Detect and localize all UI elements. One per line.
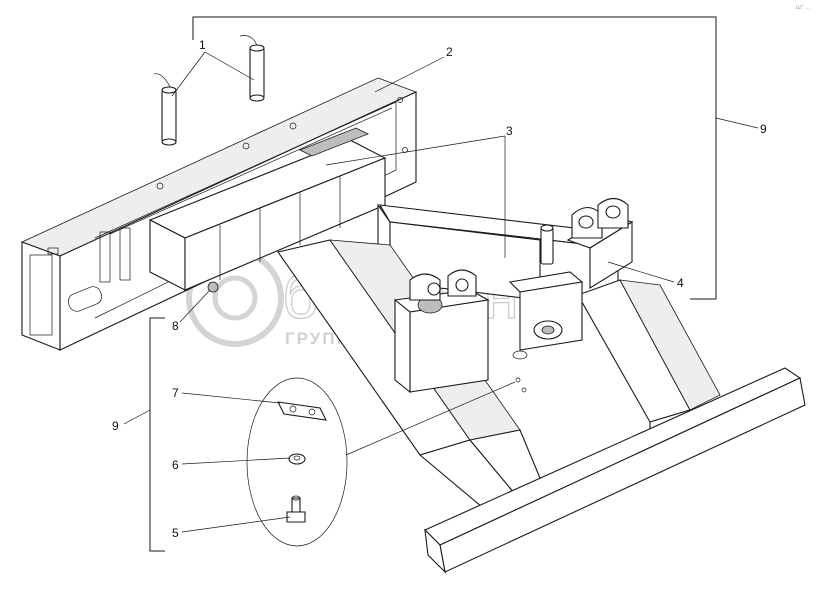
callout-3: 3 bbox=[506, 124, 513, 138]
callout-4: 4 bbox=[677, 276, 684, 290]
pin-right bbox=[239, 35, 265, 102]
leader-lines bbox=[171, 51, 675, 533]
watermark-logo-core bbox=[212, 275, 258, 321]
bracket-9-left bbox=[123, 317, 165, 552]
callout-8: 8 bbox=[172, 319, 179, 333]
callout-5: 5 bbox=[172, 526, 179, 540]
washer-part-6 bbox=[288, 453, 306, 465]
callout-9-right: 9 bbox=[760, 122, 767, 136]
callout-9-left: 9 bbox=[112, 419, 119, 433]
rear-cross-member bbox=[20, 77, 418, 351]
plate-part-7 bbox=[277, 401, 327, 421]
callout-7: 7 bbox=[172, 386, 179, 400]
bolt-head bbox=[207, 281, 219, 293]
detail-view bbox=[246, 377, 516, 547]
bracket-9-right bbox=[192, 16, 759, 300]
pin-left bbox=[153, 73, 177, 146]
callout-1: 1 bbox=[199, 38, 206, 52]
front-frame bbox=[277, 197, 806, 574]
callout-6: 6 bbox=[172, 458, 179, 472]
callout-2: 2 bbox=[446, 45, 453, 59]
bolt-part-5 bbox=[286, 495, 306, 523]
corner-mark: ш° ... bbox=[796, 5, 810, 11]
